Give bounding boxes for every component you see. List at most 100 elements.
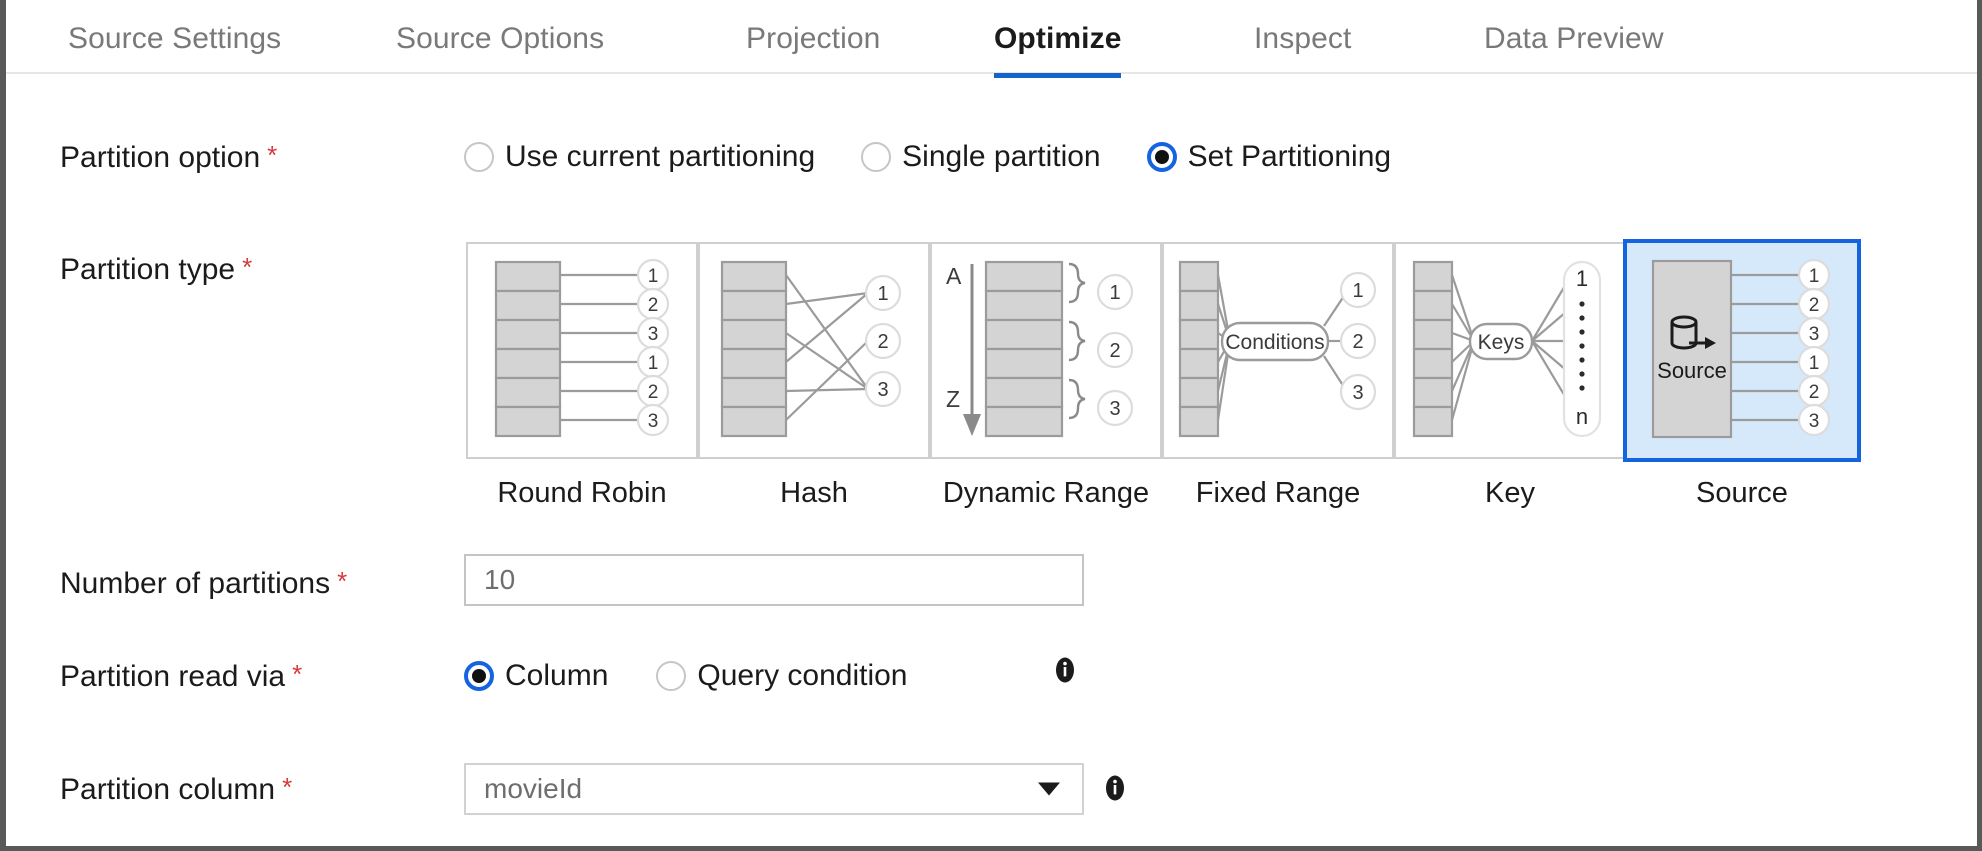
key-diagram: Keys 1 n: [1412, 260, 1602, 438]
partition-option-radio-group: Use current partitioning Single partitio…: [464, 140, 1391, 174]
svg-text:2: 2: [648, 295, 659, 316]
partition-type-tile-group: 1 2 3 1 2 3 Round Robin: [466, 239, 1861, 510]
radio-label: Single partition: [902, 140, 1101, 173]
radio-set-partitioning[interactable]: Set Partitioning: [1146, 140, 1392, 174]
tab-bar: Source Settings Source Options Projectio…: [6, 0, 1977, 78]
tile-body[interactable]: 1 2 3 1 2 3: [466, 242, 698, 459]
partition-type-round-robin[interactable]: 1 2 3 1 2 3 Round Robin: [466, 242, 698, 510]
radio-column[interactable]: Column: [464, 659, 608, 693]
partition-read-via-radio-group: Column Query condition: [464, 659, 908, 693]
required-asterisk: *: [337, 566, 348, 596]
partition-column-value: movieId: [484, 773, 583, 804]
partition-column-label-text: Partition column: [60, 773, 276, 806]
required-asterisk: *: [292, 659, 303, 689]
tab-source-options[interactable]: Source Options: [396, 22, 605, 55]
partition-type-label: Partition type*: [60, 252, 252, 287]
database-source-icon: [1670, 315, 1716, 350]
partition-read-via-label: Partition read via*: [60, 659, 302, 694]
partition-option-label: Partition option*: [60, 140, 277, 175]
partition-type-fixed-range[interactable]: Conditions 1 2 3 Fixed Range: [1162, 242, 1394, 510]
tile-body[interactable]: A Z: [930, 242, 1162, 459]
svg-text:1: 1: [648, 353, 659, 374]
partition-type-dynamic-range[interactable]: A Z: [930, 242, 1162, 510]
radio-mark-icon: [861, 142, 892, 172]
svg-text:2: 2: [648, 382, 659, 403]
tile-body[interactable]: Source 1 2 3 1 2 3: [1623, 239, 1861, 462]
tile-body[interactable]: Keys 1 n: [1394, 242, 1626, 459]
partition-type-label-text: Partition type: [60, 253, 236, 286]
partition-read-via-label-text: Partition read via: [60, 660, 286, 693]
svg-text:2: 2: [1809, 382, 1820, 403]
dynamic-range-diagram: A Z: [946, 260, 1134, 438]
tab-source-settings[interactable]: Source Settings: [68, 22, 282, 55]
svg-text:1: 1: [1352, 280, 1363, 302]
chevron-down-icon: [1038, 782, 1060, 796]
svg-text:2: 2: [1352, 331, 1363, 353]
radio-use-current-partitioning[interactable]: Use current partitioning: [464, 140, 815, 174]
svg-text:1: 1: [1809, 353, 1820, 374]
key-output-last: n: [1576, 404, 1588, 429]
svg-text:1: 1: [1809, 266, 1820, 287]
fixed-range-diagram: Conditions 1 2 3: [1178, 260, 1377, 438]
info-icon[interactable]: [1102, 775, 1128, 801]
svg-text:3: 3: [1809, 324, 1820, 345]
svg-text:3: 3: [648, 324, 659, 345]
source-diagram: Source 1 2 3 1 2 3: [1651, 258, 1831, 439]
radio-label: Set Partitioning: [1187, 140, 1392, 173]
radio-query-condition[interactable]: Query condition: [656, 659, 908, 693]
svg-text:2: 2: [1109, 340, 1120, 362]
partition-type-hash[interactable]: 1 2 3 Hash: [698, 242, 930, 510]
radio-mark-icon: [1146, 142, 1177, 172]
tile-body[interactable]: 1 2 3: [698, 242, 930, 459]
svg-text:1: 1: [877, 283, 888, 305]
partition-type-key[interactable]: Keys 1 n Key: [1394, 242, 1626, 510]
conditions-node-label: Conditions: [1225, 331, 1324, 354]
key-output-first: 1: [1576, 266, 1588, 291]
range-start-letter: A: [946, 263, 962, 289]
tile-label: Source: [1696, 477, 1788, 509]
tile-body[interactable]: Conditions 1 2 3: [1162, 242, 1394, 459]
range-end-letter: Z: [946, 386, 960, 412]
required-asterisk: *: [267, 140, 278, 170]
tab-inspect[interactable]: Inspect: [1254, 22, 1352, 55]
number-of-partitions-label-text: Number of partitions: [60, 567, 331, 600]
info-icon-glyph: [1056, 657, 1074, 683]
svg-text:1: 1: [648, 266, 659, 287]
radio-mark-icon: [464, 142, 494, 172]
required-asterisk: *: [242, 252, 253, 282]
radio-label: Column: [505, 659, 609, 692]
tab-data-preview[interactable]: Data Preview: [1484, 22, 1664, 55]
required-asterisk: *: [282, 772, 293, 802]
tile-label: Dynamic Range: [942, 477, 1150, 509]
radio-mark-icon: [464, 661, 494, 691]
tile-label: Fixed Range: [1195, 477, 1361, 509]
svg-text:2: 2: [877, 331, 888, 353]
tab-projection[interactable]: Projection: [746, 22, 881, 55]
svg-text:1: 1: [1109, 282, 1120, 304]
round-robin-diagram: 1 2 3 1 2 3: [494, 258, 670, 438]
partition-type-source[interactable]: Source 1 2 3 1 2 3 Source: [1623, 239, 1861, 510]
svg-text:3: 3: [1809, 411, 1820, 432]
source-node-label: Source: [1657, 358, 1727, 383]
tile-label: Round Robin: [497, 477, 667, 509]
radio-label: Query condition: [697, 659, 908, 692]
radio-single-partition[interactable]: Single partition: [861, 140, 1101, 174]
partition-option-label-text: Partition option: [60, 141, 261, 174]
svg-text:3: 3: [1109, 398, 1120, 420]
svg-text:2: 2: [1809, 295, 1820, 316]
info-icon[interactable]: [1052, 657, 1078, 683]
number-of-partitions-input[interactable]: 10: [464, 554, 1084, 606]
tab-optimize[interactable]: Optimize: [994, 8, 1122, 78]
svg-text:3: 3: [648, 411, 659, 432]
svg-text:3: 3: [1352, 382, 1363, 404]
radio-mark-icon: [656, 661, 687, 691]
keys-node-label: Keys: [1478, 331, 1525, 354]
tile-label: Key: [1485, 477, 1535, 509]
hash-diagram: 1 2 3: [720, 260, 902, 438]
partition-column-select[interactable]: movieId: [464, 763, 1084, 815]
tile-label: Hash: [780, 477, 848, 509]
svg-text:3: 3: [877, 379, 888, 401]
info-icon-glyph: [1106, 775, 1124, 801]
radio-label: Use current partitioning: [505, 140, 816, 173]
